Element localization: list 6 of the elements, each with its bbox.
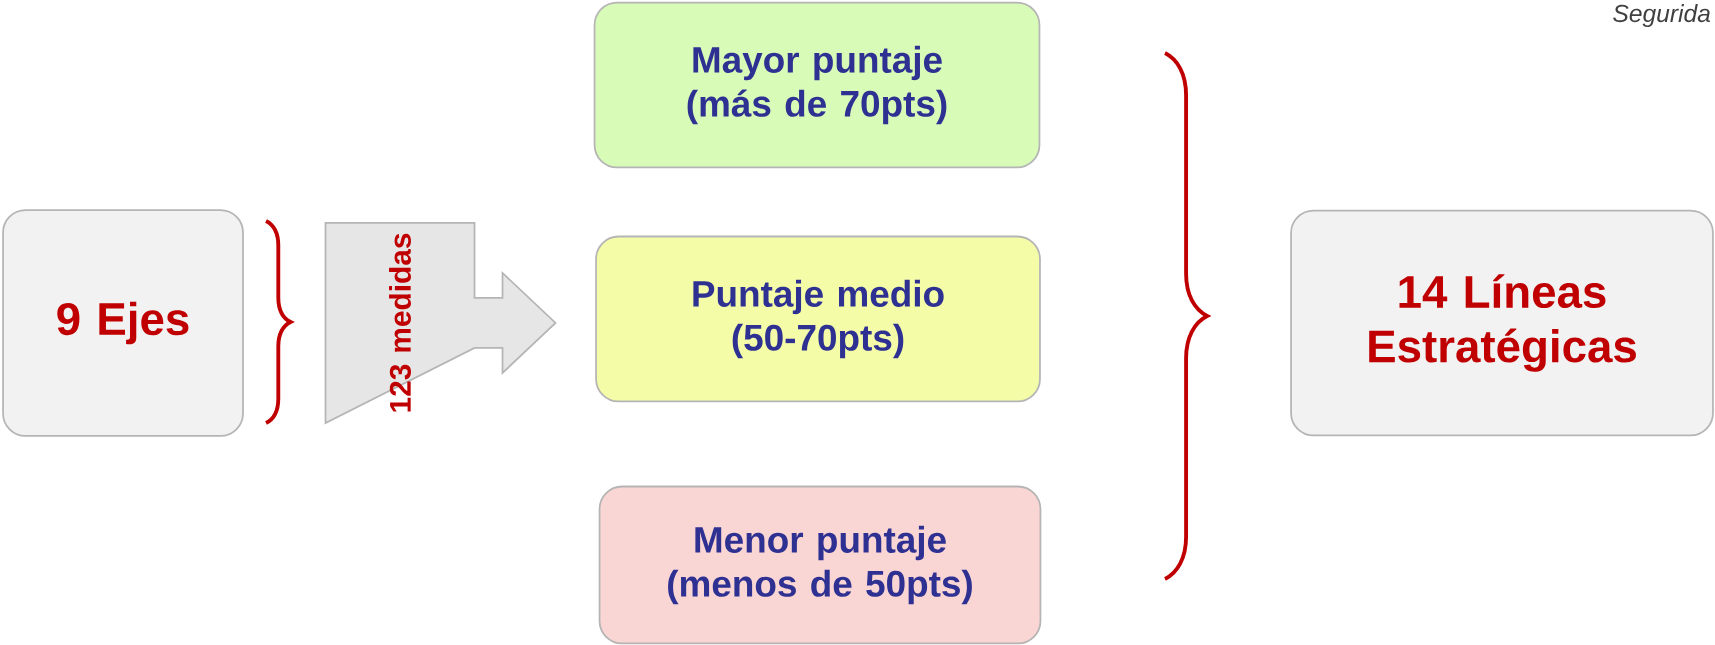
rounded-box: 14 Líneas Estratégicas — [1290, 209, 1714, 437]
rounded-box: Puntaje medio (50-70pts) — [595, 235, 1041, 403]
header-text: Segurida — [1613, 4, 1711, 27]
rounded-box: Mayor puntaje (más de 70pts) — [593, 1, 1041, 169]
rounded-box: Menor puntaje (menos de 50pts) — [598, 485, 1042, 645]
rounded-box: 9 Ejes — [2, 209, 244, 437]
